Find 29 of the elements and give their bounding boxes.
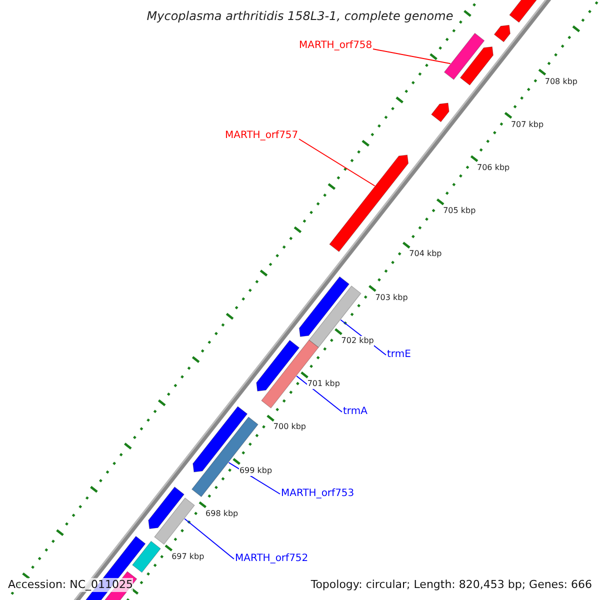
map-title: Mycoplasma arthritidis 158L3-1, complete genome [146,9,454,23]
gene-label: trmA [343,406,368,418]
gene-label: trmE [387,349,411,361]
gene-label: MARTH_orf752 [235,553,308,565]
gene-label: MARTH_orf753 [281,488,354,500]
leader-line [298,138,376,186]
gene-feature [191,416,258,498]
gene-label: MARTH_orf758 [299,40,372,52]
tick-label: 704 kbp [409,249,442,260]
tick-label: 708 kbp [544,76,578,86]
tick-label: 705 kbp [443,206,476,216]
leader-line [372,48,451,64]
gene-feature [329,154,409,252]
leader-line [184,518,234,560]
tick-label: 701 kbp [307,379,340,390]
gene-label: MARTH_orf757 [225,130,298,142]
tick-label: 707 kbp [510,120,544,130]
tick-label: 706 kbp [477,162,510,173]
tick-label: 698 kbp [206,508,238,519]
gene-feature [154,498,195,545]
gene-feature [444,32,485,80]
leader-line [296,376,342,412]
genome-info-text: Topology: circular; Length: 820,453 bp; Genes: 666 [310,578,592,592]
tick-label: 699 kbp [239,466,272,476]
accession-text: Accession: NC_011025 [8,578,134,592]
gene-feature [308,286,362,348]
tick-label: 702 kbp [341,336,374,346]
tick-label: 697 kbp [172,552,204,562]
tick-label: 700 kbp [273,422,306,432]
